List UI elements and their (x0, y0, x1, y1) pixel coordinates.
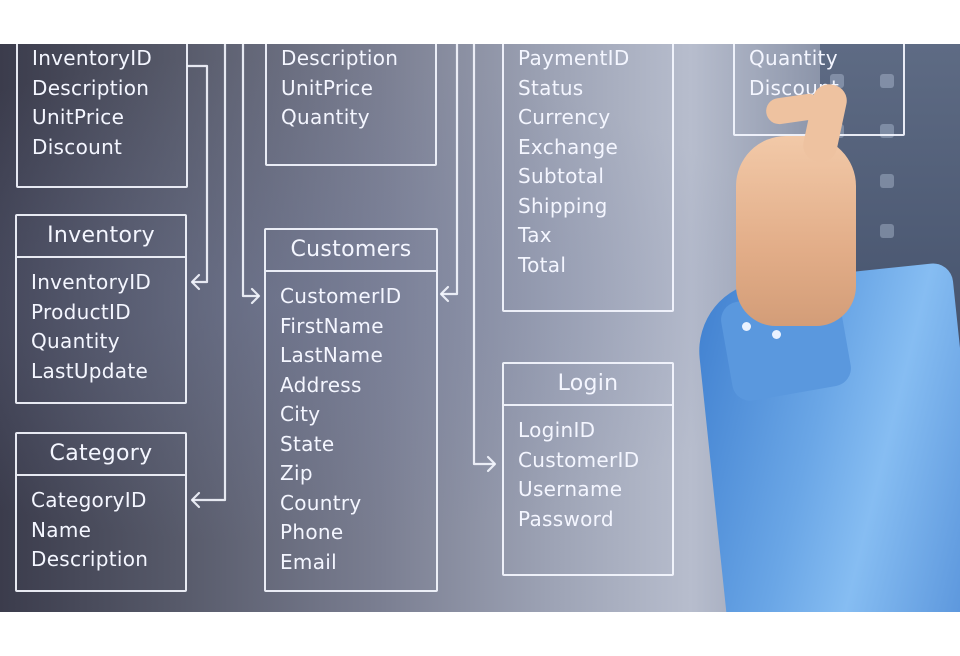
category-table: Category CategoryID Name Description (15, 432, 187, 592)
table-field: InventoryID (32, 46, 153, 70)
table-title: Inventory (17, 216, 185, 258)
table-field: Shipping (518, 193, 608, 218)
table-field: State (280, 431, 335, 456)
inventory-link (186, 64, 209, 284)
table-field: InventoryID (31, 270, 152, 294)
customers-link-left (241, 44, 260, 298)
table-field: Description (31, 547, 149, 571)
table-title: Category (17, 434, 185, 476)
table-field: Address (280, 372, 362, 397)
table-field: Username (518, 477, 623, 501)
table-field: Subtotal (518, 164, 605, 188)
table-field: Phone (280, 520, 344, 544)
customers-link-right (440, 44, 459, 296)
cuff-button (772, 330, 781, 339)
table-field: Total (518, 252, 567, 277)
table-field: CustomerID (280, 284, 402, 308)
table-field: LoginID (518, 418, 596, 442)
table-field: Discount (32, 134, 123, 159)
customers-table: Customers CustomerID FirstName LastName … (264, 228, 438, 592)
order-detail-table: Description UnitPrice Quantity (265, 44, 437, 166)
table-field: Quantity (749, 46, 838, 70)
table-field: UnitPrice (281, 75, 374, 100)
hand (736, 136, 856, 326)
login-link (472, 44, 496, 466)
payment-table: PaymentID Status Currency Exchange Subto… (502, 44, 674, 312)
table-field: Quantity (31, 329, 120, 353)
table-field: Zip (280, 461, 313, 485)
table-field: Description (32, 75, 150, 100)
table-field: Quantity (281, 105, 370, 129)
table-field: UnitPrice (32, 105, 125, 129)
bokeh-light (880, 174, 894, 188)
table-field: Status (518, 75, 584, 100)
table-title: Login (504, 364, 672, 406)
relationship-lines (186, 44, 497, 509)
table-field: CategoryID (31, 488, 147, 512)
table-field: Exchange (518, 134, 619, 159)
category-link (191, 44, 227, 502)
database-schema-photo: InventoryID Description UnitPrice Discou… (0, 44, 960, 612)
table-field: CustomerID (518, 447, 640, 472)
table-field: LastUpdate (31, 358, 149, 383)
login-table: Login LoginID CustomerID Username Passwo… (502, 362, 674, 576)
table-field: ProductID (31, 299, 131, 324)
table-field: Tax (518, 223, 552, 247)
table-title: Customers (266, 230, 436, 272)
table-field: FirstName (280, 313, 384, 338)
inventory-table: Inventory InventoryID ProductID Quantity… (15, 214, 187, 404)
table-field: Currency (518, 105, 611, 129)
table-field: Country (280, 490, 362, 515)
table-field: Email (280, 549, 337, 574)
table-field: Password (518, 506, 614, 531)
bokeh-light (880, 74, 894, 88)
table-field: Name (31, 517, 92, 542)
partial-table: Quantity Discount (733, 44, 905, 136)
cuff-button (742, 322, 751, 331)
table-field: LastName (280, 343, 384, 367)
table-field: PaymentID (518, 46, 630, 70)
bokeh-light (880, 224, 894, 238)
product-table: InventoryID Description UnitPrice Discou… (16, 44, 188, 188)
table-field: Description (281, 46, 399, 70)
table-field: City (280, 402, 321, 426)
